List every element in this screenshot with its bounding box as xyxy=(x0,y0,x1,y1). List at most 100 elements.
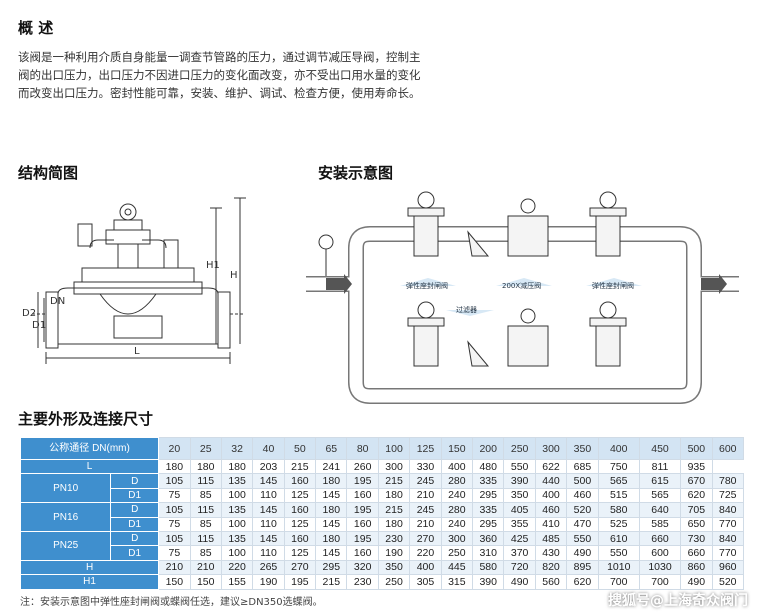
table-cell: 210 xyxy=(158,559,191,576)
table-cell: 565 xyxy=(638,487,682,504)
table-cell: 180 xyxy=(315,530,348,547)
table-cell: 145 xyxy=(252,502,285,518)
table-cell: 550 xyxy=(566,530,599,547)
table-cell: 150 xyxy=(158,574,191,590)
table-cell: 725 xyxy=(711,487,745,504)
table-cell: 260 xyxy=(346,458,379,475)
dn-value-cell: 150 xyxy=(440,437,474,460)
table-cell: 245 xyxy=(409,502,442,518)
table-cell: 160 xyxy=(283,502,317,518)
row-label-cell: H xyxy=(19,559,160,576)
table-cell: 700 xyxy=(638,574,682,590)
table-cell: 115 xyxy=(189,502,222,518)
table-cell: 500 xyxy=(566,473,599,489)
table-cell: 315 xyxy=(440,574,474,590)
table-cell: 190 xyxy=(252,574,285,590)
table-cell: 335 xyxy=(472,473,505,489)
dn-value-cell: 100 xyxy=(377,437,411,460)
table-cell: 195 xyxy=(346,473,379,489)
table-cell: 265 xyxy=(252,559,285,576)
table-cell: 180 xyxy=(220,458,254,475)
dn-value-cell: 400 xyxy=(597,437,640,460)
table-cell: 700 xyxy=(597,574,640,590)
row-label-cell: D xyxy=(110,530,160,547)
dn-value-cell: 350 xyxy=(566,437,599,460)
dn-value-cell: 65 xyxy=(315,437,348,460)
installation-diagram: 弹性座封闸阀 200X减压阀 弹性座封闸阀 过滤器 xyxy=(306,191,739,404)
table-cell: 110 xyxy=(252,516,285,532)
table-cell: 770 xyxy=(711,516,745,532)
table-cell: 650 xyxy=(680,516,713,532)
table-cell: 840 xyxy=(711,530,745,547)
table-cell: 660 xyxy=(638,530,682,547)
table-cell: 820 xyxy=(534,559,568,576)
dn-value-cell: 32 xyxy=(220,437,254,460)
dn-value-cell: 200 xyxy=(472,437,505,460)
table-cell: 110 xyxy=(252,545,285,561)
table-cell: 125 xyxy=(283,516,317,532)
label-dn: DN xyxy=(50,296,65,307)
overview-body: 该阀是一种利用介质自身能量一调查节管路的压力，通过调节减压导阀，控制主阀的出口压… xyxy=(18,50,421,100)
dn-header-cell: 公称通径 DN(mm) xyxy=(19,437,160,460)
table-cell: 445 xyxy=(440,559,474,576)
table-cell: 280 xyxy=(440,473,474,489)
table-cell: 85 xyxy=(189,516,222,532)
table-cell: 490 xyxy=(503,574,536,590)
table-cell: 565 xyxy=(597,473,640,489)
table-cell: 685 xyxy=(566,458,599,475)
label-l: L xyxy=(134,346,140,357)
table-cell: 203 xyxy=(252,458,285,475)
table-cell: 620 xyxy=(566,574,599,590)
table-cell: 220 xyxy=(220,559,254,576)
table-cell: 811 xyxy=(638,458,682,475)
table-cell: 85 xyxy=(189,487,222,504)
row-label-cell: D1 xyxy=(110,545,160,561)
row-label-cell: D1 xyxy=(110,516,160,532)
watermark: 搜狐号@上海奇众阀门 xyxy=(608,593,748,609)
table-cell: 550 xyxy=(597,545,640,561)
table-cell: 720 xyxy=(503,559,536,576)
table-cell: 75 xyxy=(158,487,191,504)
table-cell: 230 xyxy=(377,530,411,547)
table-cell: 310 xyxy=(472,545,505,561)
table-cell: 215 xyxy=(377,502,411,518)
table-cell: 840 xyxy=(711,502,745,518)
row-group-cell: PN10 xyxy=(19,473,112,504)
table-cell: 580 xyxy=(472,559,505,576)
label-reducer: 200X减压阀 xyxy=(502,281,541,290)
table-cell: 320 xyxy=(346,559,379,576)
label-h: H xyxy=(230,270,238,281)
table-cell: 180 xyxy=(377,516,411,532)
table-cell: 155 xyxy=(220,574,254,590)
table-cell: 270 xyxy=(283,559,317,576)
table-cell: 960 xyxy=(711,559,745,576)
table-cell: 520 xyxy=(566,502,599,518)
table-cell: 400 xyxy=(440,458,474,475)
table-cell: 100 xyxy=(220,545,254,561)
dn-value-cell: 300 xyxy=(534,437,568,460)
table-cell: 770 xyxy=(711,545,745,561)
table-cell: 1010 xyxy=(597,559,640,576)
table-cell: 105 xyxy=(158,473,191,489)
table-cell: 350 xyxy=(503,487,536,504)
table-cell: 425 xyxy=(503,530,536,547)
table-cell: 240 xyxy=(440,487,474,504)
table-cell: 160 xyxy=(283,530,317,547)
table-cell: 160 xyxy=(346,516,379,532)
table-cell: 405 xyxy=(503,502,536,518)
table-cell: 640 xyxy=(638,502,682,518)
table-cell: 190 xyxy=(377,545,411,561)
table-cell: 335 xyxy=(472,502,505,518)
table-cell: 470 xyxy=(566,516,599,532)
table-cell: 100 xyxy=(220,516,254,532)
table-cell: 410 xyxy=(534,516,568,532)
table-cell: 240 xyxy=(440,516,474,532)
table-cell: 215 xyxy=(315,574,348,590)
table-cell: 150 xyxy=(189,574,222,590)
